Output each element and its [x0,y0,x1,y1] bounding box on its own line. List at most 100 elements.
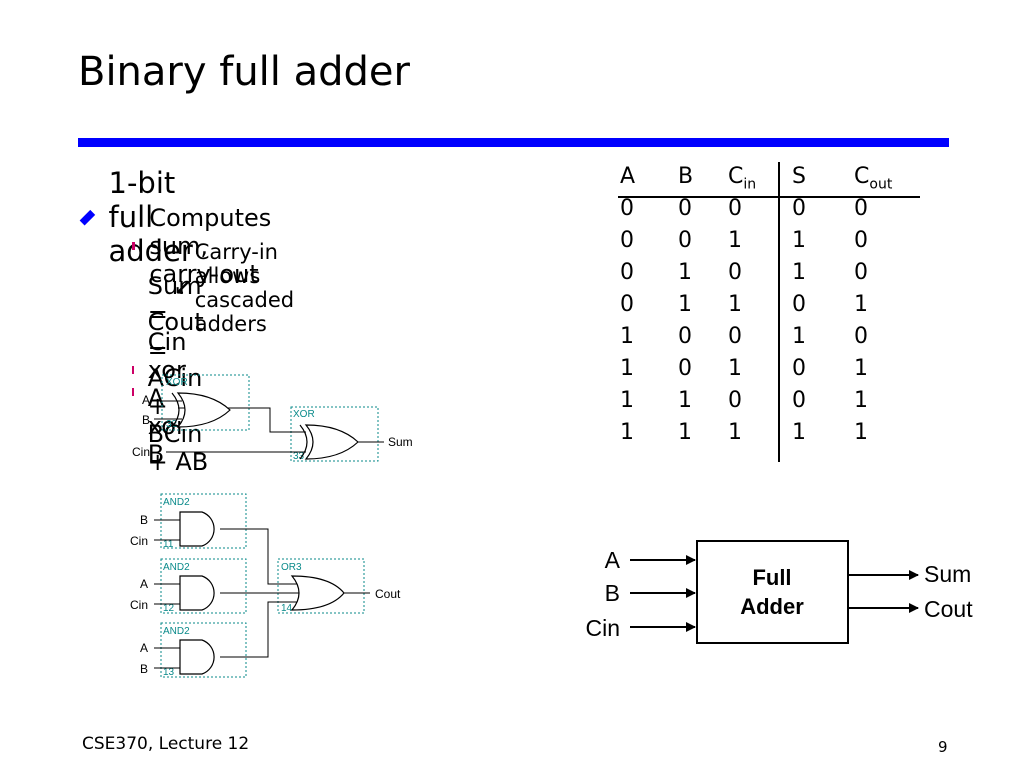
footer-course: CSE370, Lecture 12 [82,734,250,754]
and-gate-13-type: AND2 [163,626,190,637]
truth-table-cell: 1 [728,356,742,381]
truth-table-cell: 1 [854,420,868,445]
and-gate-11-symbol [179,511,215,547]
block-output-sum: Sum [924,561,971,587]
truth-table-cell: 1 [728,228,742,253]
cout-circuit: AND2 11 B Cin AND2 12 A Cin AND2 13 A B … [130,493,401,678]
cout-output-label: Cout [375,587,401,601]
and-11-input-b: B [140,513,148,527]
and-gate-12-id: 12 [163,603,175,614]
full-adder-box [696,540,849,644]
and-gate-11-frame [160,493,247,549]
truth-table-cell: 0 [728,388,742,413]
xor-gate-2-id: 33 [293,451,305,462]
truth-table-cell: 0 [792,388,806,413]
truth-table-cell: 0 [728,260,742,285]
sum-input-b: B [142,413,150,427]
and-12-input-a: A [140,577,148,591]
truth-table-cell: 0 [620,196,634,221]
truth-table-cell: 0 [792,356,806,381]
truth-table-cell: 1 [678,260,692,285]
truth-table-cell: 0 [620,260,634,285]
truth-table-cell: 1 [854,356,868,381]
truth-table-cell: 0 [678,196,692,221]
bullet-subsub: ↙ Carry-in allows cascaded adders [174,240,294,336]
truth-table-cell: 0 [728,196,742,221]
truth-table-cell: 0 [792,292,806,317]
and-gate-13-frame [160,622,247,678]
truth-table-cell: 0 [792,196,806,221]
bullet-sub-1: Computes sum, carry-out [132,204,276,288]
bullet-sub-1-text: Computes sum, carry-out [149,204,272,288]
xor-gate-2-type: XOR [293,409,315,420]
bullet-sub-3: Cout = ACin + BCin + AB [132,308,210,476]
truth-table-cell: 0 [854,324,868,349]
truth-table-cell: 1 [678,388,692,413]
bullet-main: 1-bit full adder [79,166,201,268]
truth-table-cell: 0 [678,356,692,381]
truth-table-cell: 1 [728,292,742,317]
or-gate-14-frame [277,558,365,614]
truth-table-divider-vertical [778,162,780,462]
truth-table-cell: 1 [792,324,806,349]
block-output-cout: Cout [924,596,973,622]
truth-table-cell: 1 [728,420,742,445]
sum-input-a: A [142,393,150,407]
truth-table-divider-horizontal [618,196,920,198]
and-gate-11-type: AND2 [163,497,190,508]
header-cout: Cout [854,164,893,193]
and-gate-12-type: AND2 [163,562,190,573]
and-13-input-b: B [140,662,148,676]
header-cin: Cin [728,164,757,193]
square-bullet-icon [132,242,136,250]
header-a: A [620,164,636,189]
truth-table-cell: 1 [792,420,806,445]
slide-title: Binary full adder [78,49,410,95]
truth-table-cell: 0 [678,228,692,253]
wire-and13-to-or [220,601,298,658]
arrow-bullet-icon: ↙ [174,276,191,300]
block-input-cin: Cin [585,615,620,641]
truth-table-cell: 1 [620,324,634,349]
block-input-b: B [605,580,620,606]
and-gate-12-frame [160,558,247,614]
full-adder-block: Full Adder A B Cin Sum Cout [585,540,973,644]
or-gate-14-id: 14 [281,603,293,614]
block-input-a: A [605,547,621,573]
truth-table-cell: 1 [792,260,806,285]
xor-gate-1-symbol [176,392,231,428]
wire-and11-to-or [220,528,298,585]
sum-circuit: XOR 32 A B XOR 33 Cin Sum [132,374,413,462]
sum-input-cin: Cin [132,445,150,459]
truth-table-cell: 1 [620,356,634,381]
sum-output-label: Sum [388,435,413,449]
bullet-sub-3-text: Cout = ACin + BCin + AB [147,308,209,476]
truth-table-cell: 0 [620,292,634,317]
xor-gate-1-frame [161,374,250,431]
and-gate-13-id: 13 [163,667,175,678]
truth-table-cell: 1 [620,388,634,413]
truth-table-cell: 1 [854,292,868,317]
and-13-input-a: A [140,641,148,655]
truth-table-cell: 0 [678,324,692,349]
wire-xor1-to-xor2 [230,407,306,433]
and-gate-12-symbol [179,575,215,611]
bullet-subsub-text: Carry-in allows cascaded adders [194,240,295,336]
xor-gate-1-type: XOR [166,377,188,388]
and-gate-11-id: 11 [163,539,174,550]
header-b: B [678,164,694,189]
truth-table-cell: 1 [678,292,692,317]
and-12-input-cin: Cin [130,598,148,612]
bullet-main-text: 1-bit full adder [108,166,193,268]
or-gate-14-type: OR3 [281,562,302,573]
truth-table-cell: 0 [854,196,868,221]
xor-gate-2-frame [290,406,379,462]
square-bullet-icon [132,388,134,396]
truth-table-cell: 0 [728,324,742,349]
or-gate-14-symbol [290,575,345,611]
title-rule [78,138,949,147]
truth-table-cell: 1 [678,420,692,445]
square-bullet-icon [132,366,134,374]
full-adder-line2: Adder [740,594,804,619]
